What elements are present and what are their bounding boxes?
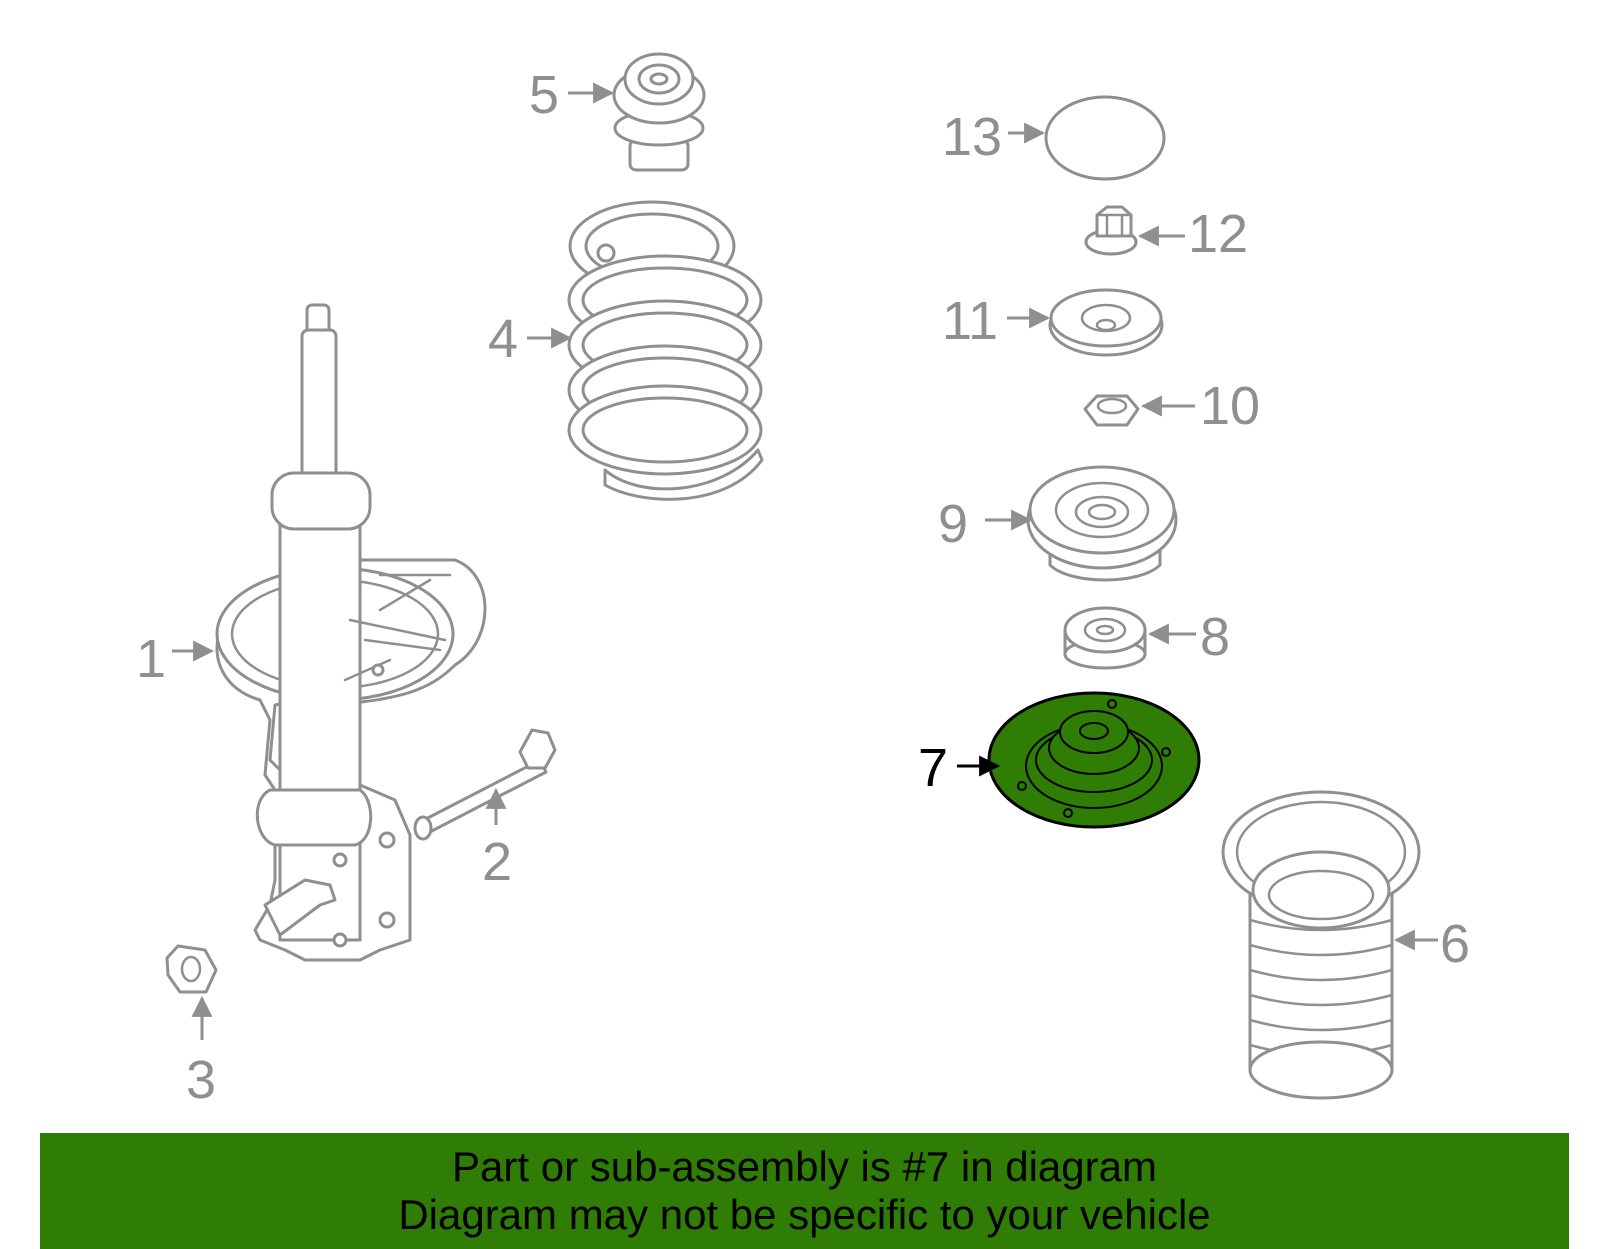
strut-mount-highlighted[interactable] [987,691,1201,829]
callout-2: 2 [482,832,512,892]
dust-boot[interactable] [1221,790,1421,1100]
callout-9: 9 [938,494,968,554]
upper-mount[interactable] [1026,465,1178,582]
bolt[interactable] [413,728,557,841]
callout-6: 6 [1440,914,1470,974]
callout-7: 7 [918,738,948,798]
callout-8: 8 [1200,607,1230,667]
callout-labels: 1 2 3 4 5 6 7 8 9 10 11 12 13 [136,65,1470,1110]
callout-13: 13 [942,107,1002,167]
callout-1: 1 [136,629,166,689]
bump-stop[interactable] [612,52,706,172]
callout-arrows [172,82,1438,1040]
notice-banner: Part or sub-assembly is #7 in diagram Di… [40,1133,1569,1249]
callout-4: 4 [488,309,518,369]
hex-nut[interactable] [165,944,218,994]
spring-seat-washer[interactable] [1048,288,1164,357]
dust-cap[interactable] [1044,95,1166,181]
banner-line-1: Part or sub-assembly is #7 in diagram [452,1143,1157,1190]
callout-5: 5 [529,65,559,125]
flange-nut[interactable] [1084,205,1138,256]
washer[interactable] [1063,606,1147,670]
strut-assembly[interactable] [215,303,487,962]
hex-nut-10[interactable] [1083,394,1140,427]
callout-10: 10 [1200,376,1260,436]
callout-3: 3 [186,1050,216,1110]
callout-12: 12 [1188,204,1248,264]
banner-line-2: Diagram may not be specific to your vehi… [398,1191,1211,1238]
callout-11: 11 [942,291,998,351]
coil-spring[interactable] [567,200,764,501]
